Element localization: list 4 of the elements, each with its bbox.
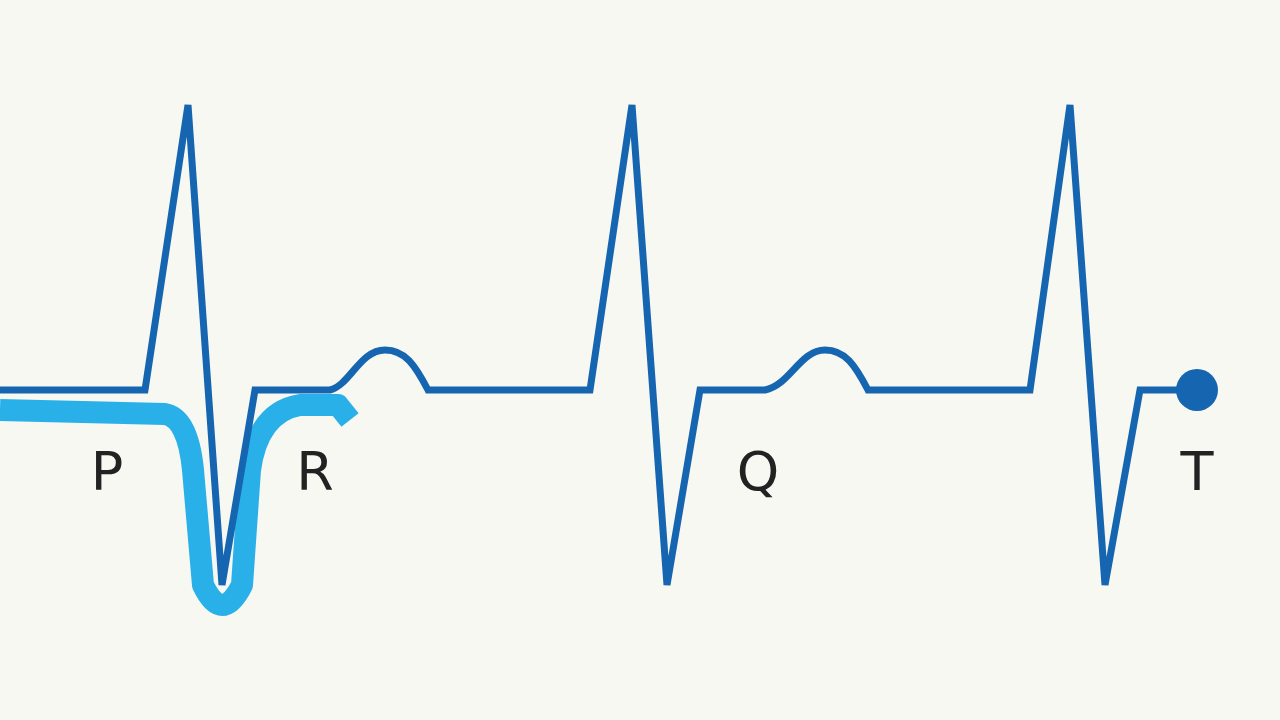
wave-letter-label: P: [90, 445, 124, 499]
wave-letter-label: R: [296, 445, 334, 499]
wave-letter-label: T: [1180, 445, 1214, 499]
wave-letter-label: Q: [736, 445, 780, 499]
